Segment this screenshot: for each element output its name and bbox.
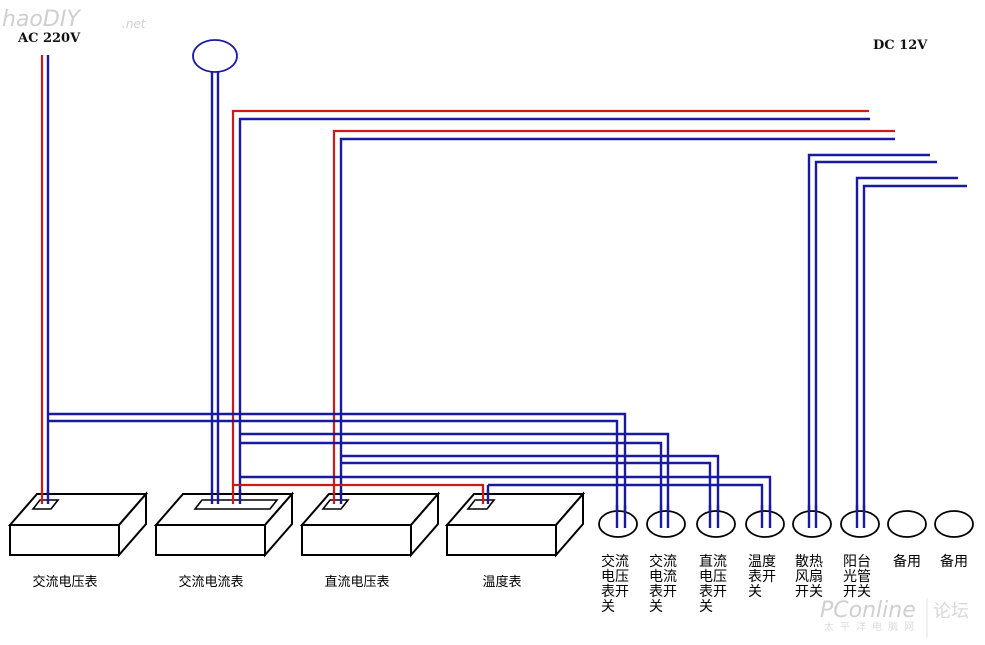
- meter-front-face: [155, 524, 266, 556]
- balcony-wire-b: [862, 184, 967, 522]
- switch-label-line: 表开: [699, 584, 727, 600]
- meter-terminal-pad: [31, 499, 60, 510]
- meter-thermometer: 温度表: [444, 491, 586, 590]
- switch-label-line: 直流: [699, 553, 727, 570]
- pconline-forum: 论坛: [933, 601, 969, 622]
- ac-220v-label: AC 220V: [17, 31, 81, 46]
- switch-label-line: 开关: [795, 584, 823, 600]
- fan-wire-b: [814, 160, 937, 522]
- meter-label: 交流电压表: [32, 574, 97, 590]
- switch-circle[interactable]: [792, 510, 832, 538]
- switch-label-line: 关: [649, 599, 663, 615]
- switch-label-line: 关: [601, 599, 615, 615]
- switch-label-line: 光管: [843, 569, 871, 585]
- meter-label: 温度表: [482, 574, 521, 590]
- switch-label-line: 电压: [601, 569, 629, 585]
- ac-input-wires: [40, 55, 50, 498]
- switch-label-line: 开关: [843, 584, 871, 600]
- pconline-watermark: PConline 太平洋电脑网 论坛: [820, 598, 969, 638]
- meter-label: 交流电流表: [178, 574, 243, 590]
- meter-front-face: [446, 524, 557, 556]
- meter-front-face: [9, 524, 120, 556]
- meter-dc-voltmeter: 直流电压表: [299, 491, 441, 590]
- spare-switch-1[interactable]: 备用: [887, 510, 927, 570]
- switch-label-line: 交流: [601, 553, 629, 570]
- balcony-wire-a: [855, 176, 958, 522]
- temperature-sensor-probe: [192, 39, 238, 73]
- haodiy-logo-text: haoDIY: [2, 7, 81, 32]
- switch-label-line: 阳台: [843, 554, 871, 570]
- switch-label-line: 关: [699, 599, 713, 615]
- switch-label-line: 电流: [649, 569, 677, 585]
- switch-label: 备用: [940, 553, 968, 570]
- haodiy-watermark: haoDIY .net: [2, 7, 147, 32]
- meter-ac-voltmeter: 交流电压表: [7, 491, 149, 590]
- dc-voltmeter-switch-wire-a: [341, 454, 720, 522]
- switch-label-line: 表开: [748, 569, 776, 585]
- meter-front-face: [301, 524, 412, 556]
- meter-terminal-pad: [193, 499, 279, 510]
- switch-label-line: 表开: [649, 584, 677, 600]
- switch-label-line: 关: [748, 584, 762, 600]
- dc-12v-label: DC 12V: [873, 38, 928, 53]
- switch-circle[interactable]: [934, 510, 974, 538]
- switch-circle[interactable]: [840, 510, 880, 538]
- switch-circle[interactable]: [646, 510, 686, 538]
- switch-label-line: 温度: [748, 554, 776, 570]
- ac-ammeter-switch-wire-b: [240, 441, 663, 522]
- dc-live-wire-2: [332, 129, 895, 500]
- switch-label-line: 散热: [795, 554, 823, 570]
- switch-circle[interactable]: [887, 510, 927, 538]
- meter-ac-ammeter: 交流电流表: [153, 491, 295, 590]
- switch-circle[interactable]: [745, 510, 785, 538]
- meter-label: 直流电压表: [324, 575, 389, 590]
- dc-live-wire-1: [231, 109, 869, 500]
- dc-neutral-wire-1: [238, 117, 870, 500]
- dc-supply-wires: [231, 109, 967, 522]
- spare-switch-2[interactable]: 备用: [934, 510, 974, 570]
- fan-wire-a: [807, 153, 930, 522]
- ac-ammeter-switch-wire-a: [240, 432, 670, 522]
- pconline-sub: 太平洋电脑网: [824, 620, 920, 633]
- switch-label-line: 交流: [649, 553, 677, 570]
- pconline-brand: PConline: [820, 598, 916, 623]
- dc-neutral-wire-2: [339, 137, 895, 500]
- switch-circle[interactable]: [696, 510, 736, 538]
- ac-voltmeter-switch-wire-b: [48, 419, 619, 522]
- haodiy-logo-suffix: .net: [122, 17, 147, 31]
- switch-label-line: 电压: [699, 569, 727, 585]
- dc-voltmeter-switch-wire-b: [341, 461, 712, 522]
- switch-label-line: 表开: [601, 584, 629, 600]
- switch-label: 备用: [893, 553, 921, 570]
- switch-label-line: 风扇: [795, 569, 823, 585]
